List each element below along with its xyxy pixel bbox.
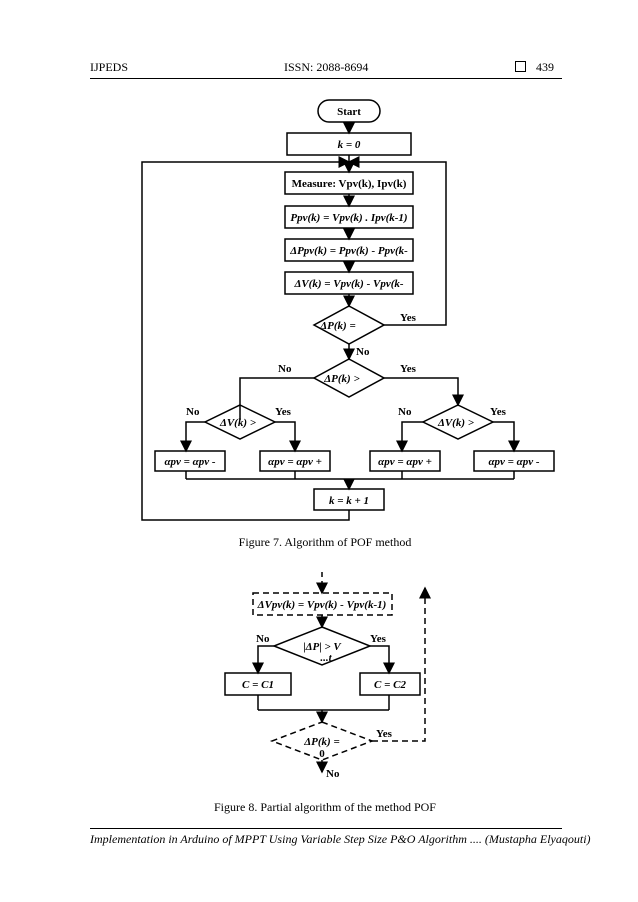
f8-yes-label: Yes (370, 633, 387, 645)
yes-label-1: Yes (400, 312, 417, 324)
measure-label: Measure: Vpv(k), Ipv(k) (292, 178, 407, 190)
no-label-1: No (356, 346, 370, 358)
figure8-text: ΔVpv(k) = Vpv(k) - Vpv(k-1) |ΔP| > V ...… (242, 599, 406, 780)
f8-yes-label-2: Yes (376, 728, 393, 740)
yes-label-3: Yes (275, 406, 292, 418)
dp-label: ΔPpv(k) = Ppv(k) - Ppv(k- (289, 245, 408, 257)
yes-label-2: Yes (400, 363, 417, 375)
dp-zero-label: ΔP(k) = (319, 320, 355, 332)
figure7-text: Start k = 0 Measure: Vpv(k), Ipv(k) Ppv(… (164, 106, 539, 507)
action-label-2: αpv = αpv + (268, 456, 322, 468)
f8-c2-label: C = C2 (374, 679, 406, 691)
f8-dp-zero-label: ΔP(k) = (303, 736, 339, 748)
f8-no-label: No (256, 633, 270, 645)
action-box-1 (154, 450, 226, 472)
cond-decision (271, 626, 373, 666)
c2-box (359, 672, 421, 696)
f8-cond-sub: ...t (320, 652, 332, 664)
yes-label-4: Yes (490, 406, 507, 418)
init-label: k = 0 (338, 139, 361, 151)
dv-label: ΔV(k) = Vpv(k) - Vpv(k- (293, 278, 403, 290)
f8-dv-label: ΔVpv(k) = Vpv(k) - Vpv(k-1) (257, 599, 387, 611)
f8-c1-label: C = C1 (242, 679, 274, 691)
f8-no-label-2: No (326, 768, 340, 780)
f8-dp-zero-sub: 0 (319, 748, 325, 760)
action-box-3 (369, 450, 441, 472)
dp-gt-decision (312, 358, 386, 398)
running-footer: Implementation in Arduino of MPPT Using … (90, 832, 591, 846)
footer-rule (90, 828, 562, 829)
issn: ISSN: 2088-8694 (284, 60, 369, 74)
no-label-3: No (186, 406, 200, 418)
action-label-3: αpv = αpv + (378, 456, 432, 468)
figure8-caption: Figure 8. Partial algorithm of the metho… (214, 800, 436, 814)
page-number-text: 439 (536, 60, 554, 74)
dp-gt-label: ΔP(k) > (323, 373, 359, 385)
dv-gt-right-label: ΔV(k) > (437, 417, 474, 429)
header-rule (90, 78, 562, 79)
incr-label: k = k + 1 (329, 495, 369, 507)
dv-gt-left-label: ΔV(k) > (219, 417, 256, 429)
dv-gt-left-decision (203, 404, 277, 440)
action-label-4: αpv = αpv - (488, 456, 539, 468)
figure8-diagram (224, 572, 431, 774)
dv-gt-right-decision (421, 404, 495, 440)
start-label: Start (337, 106, 361, 118)
dp-zero-dashed-decision (269, 721, 375, 761)
no-label-2: No (278, 363, 292, 375)
journal-name: IJPEDS (90, 60, 129, 74)
no-label-4: No (398, 406, 412, 418)
figure7-caption: Figure 7. Algorithm of POF method (238, 535, 412, 549)
f8-cond-label: |ΔP| > V (303, 641, 342, 653)
figure7-diagram (141, 99, 555, 521)
checkbox-icon (515, 61, 526, 72)
power-label: Ppv(k) = Vpv(k) . Ipv(k-1) (290, 212, 407, 224)
page-number: 439 (515, 60, 554, 75)
action-label-1: αpv = αpv - (164, 456, 215, 468)
